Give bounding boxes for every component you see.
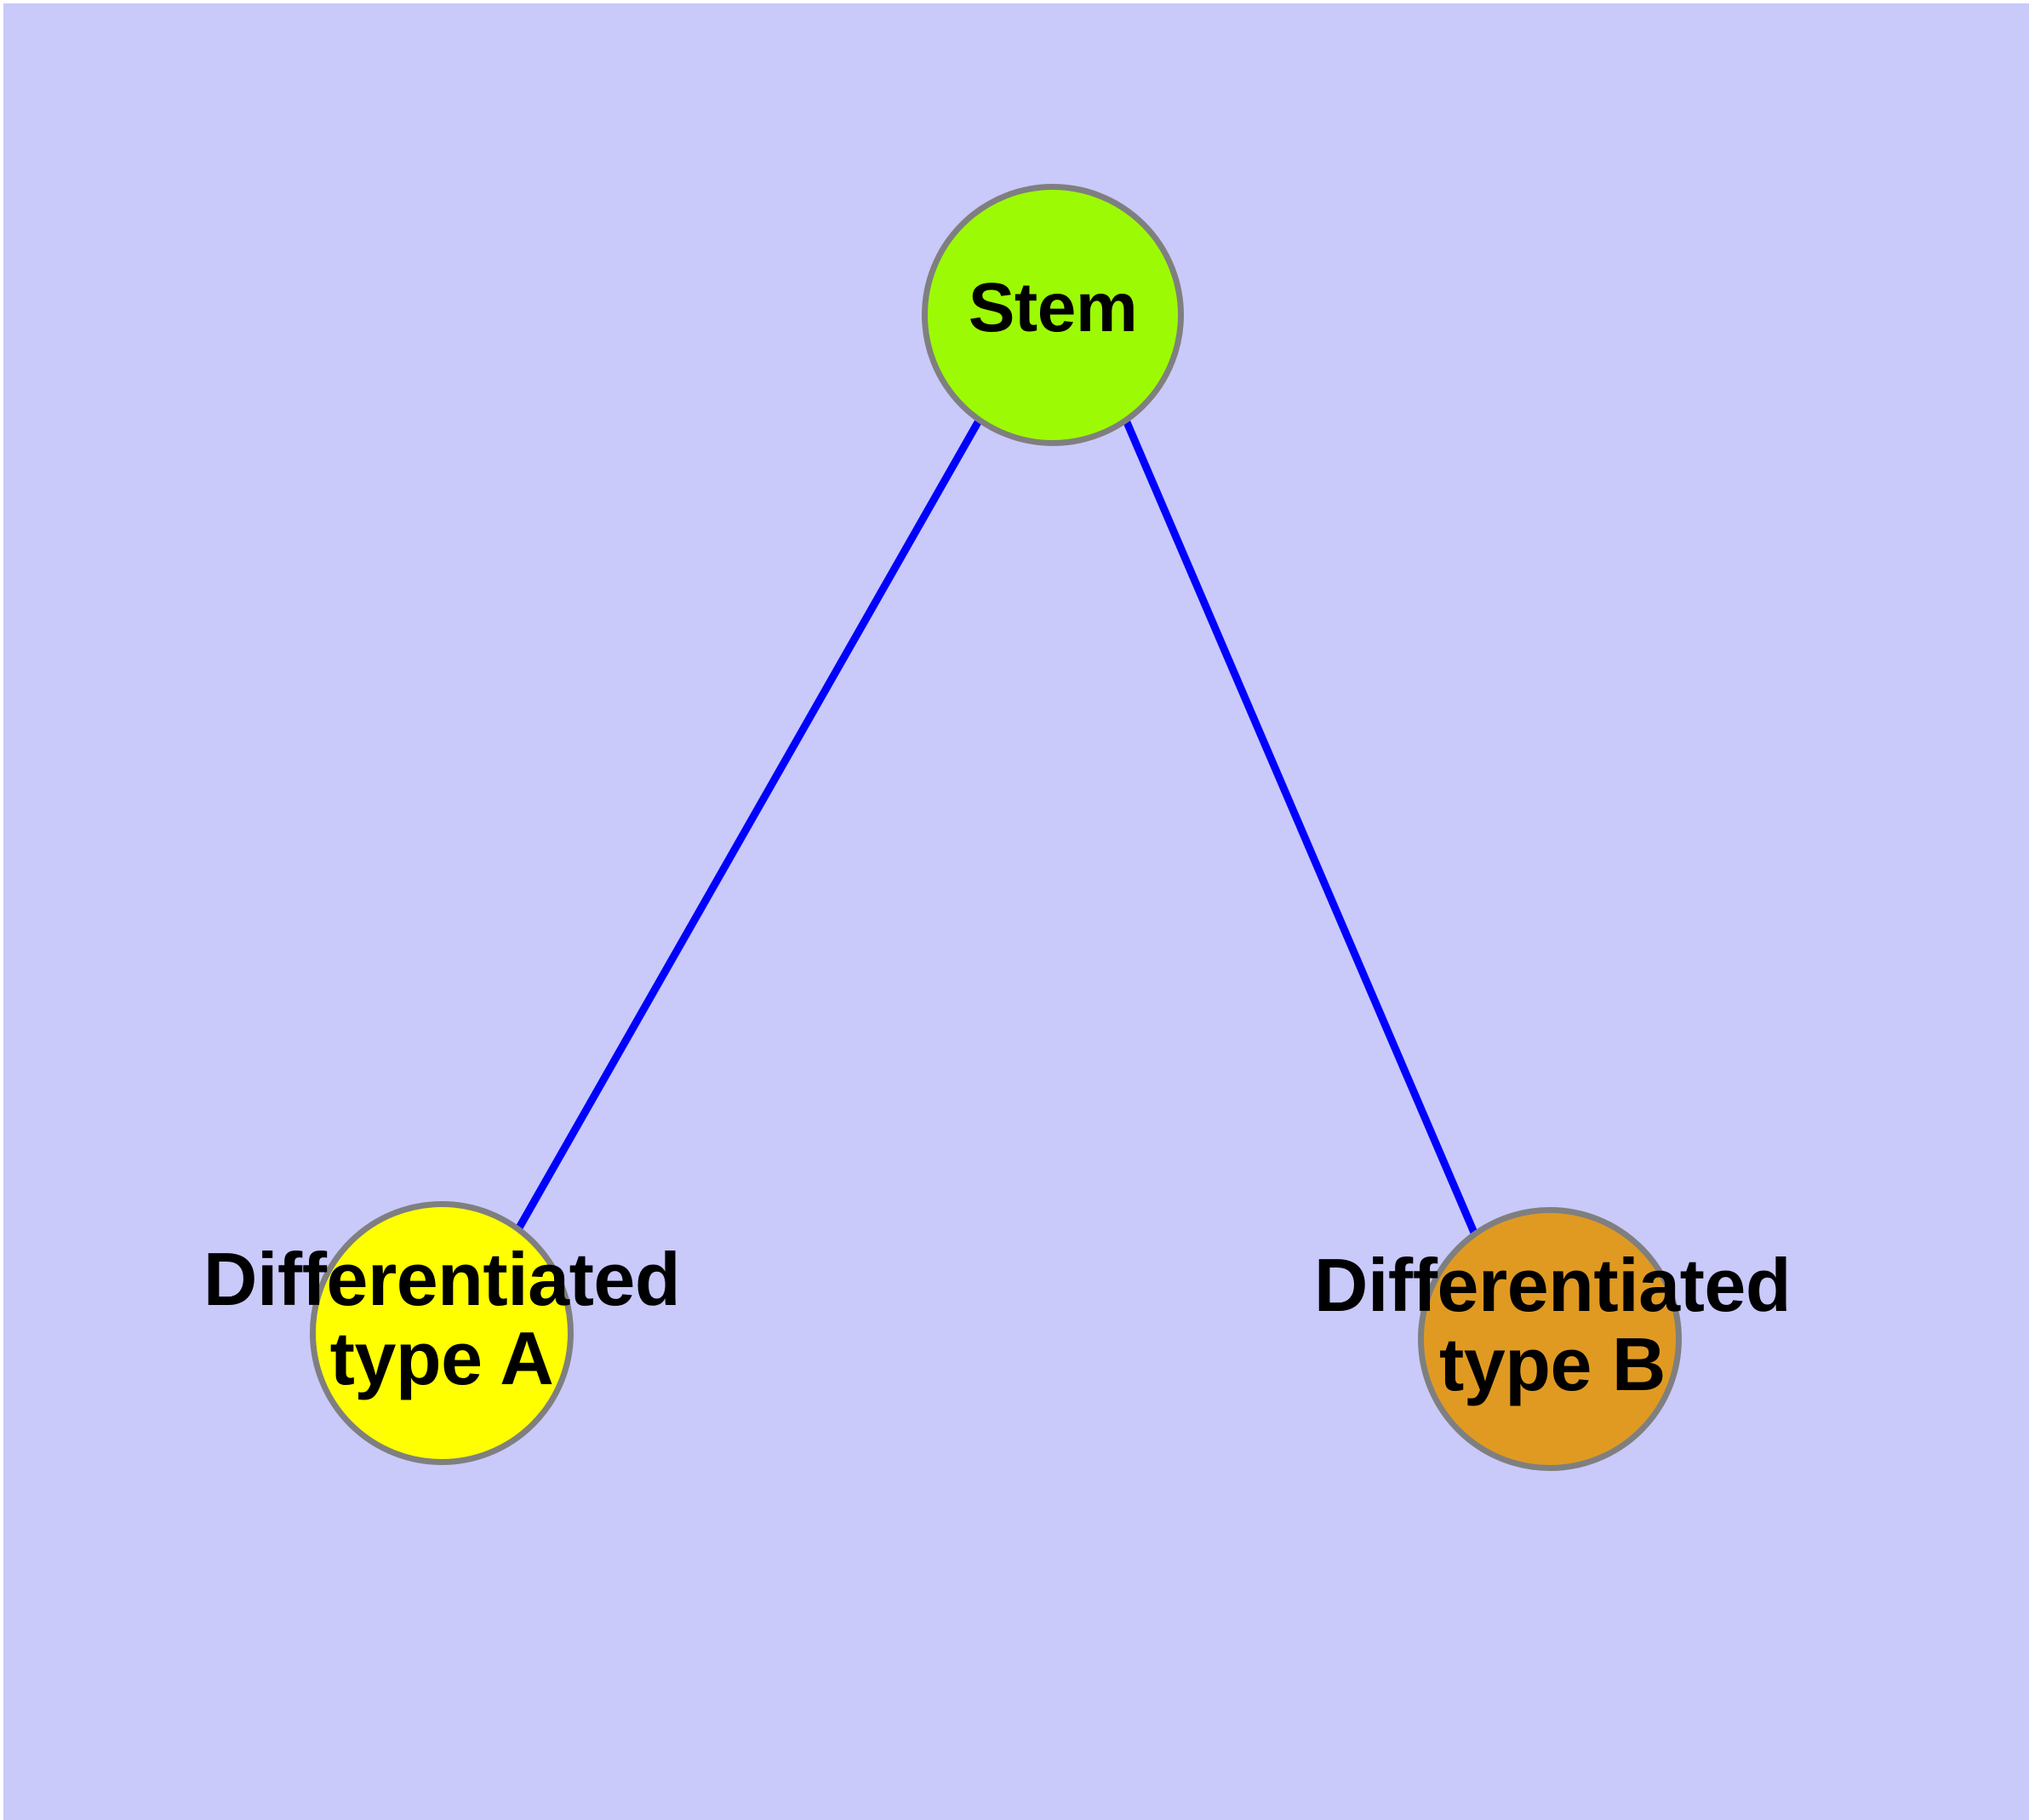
node-differentiated-type-b[interactable] (1418, 1207, 1682, 1471)
node-differentiated-type-a[interactable] (310, 1201, 574, 1465)
node-stem[interactable] (922, 184, 1184, 446)
edge-layer (515, 420, 1478, 1234)
edge-stem-to-differentiated-type-a (515, 420, 981, 1232)
edge-stem-to-differentiated-type-b (1123, 421, 1478, 1234)
